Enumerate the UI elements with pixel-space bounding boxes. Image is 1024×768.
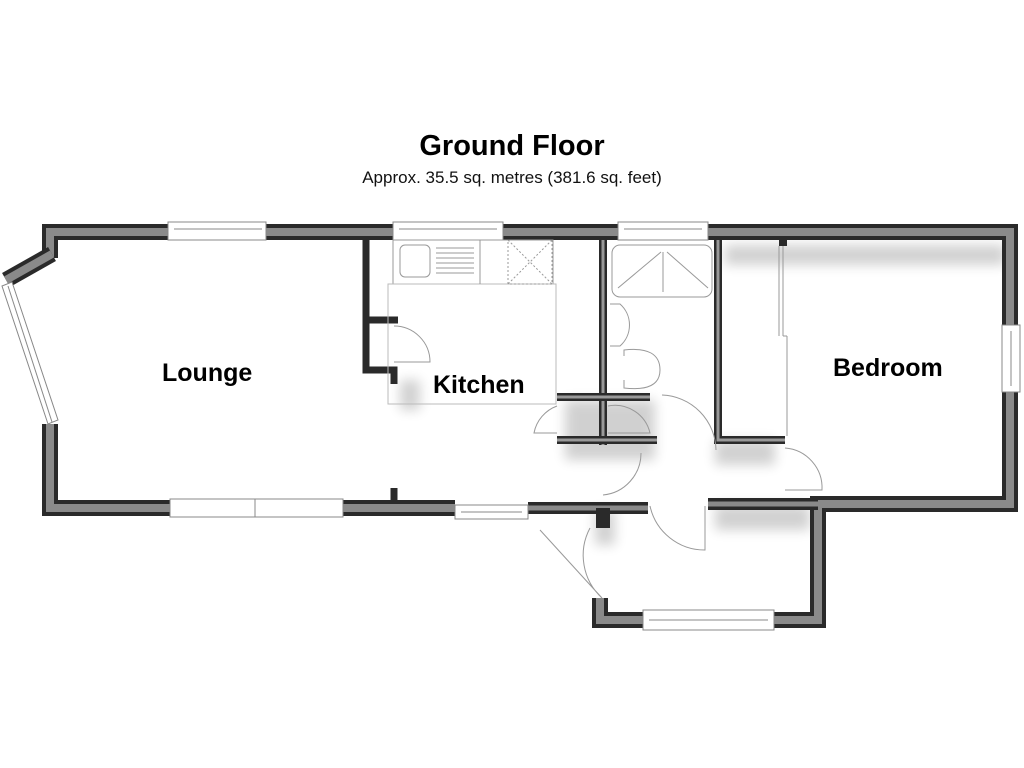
internal-walls <box>362 238 787 500</box>
window-lounge-top <box>167 221 267 241</box>
kitchen-counter-area <box>387 283 557 405</box>
patio-doors-lounge <box>169 498 344 518</box>
windows <box>1 221 1021 631</box>
sink-icon <box>399 244 431 278</box>
door-swings <box>393 325 823 599</box>
room-label-bedroom: Bedroom <box>833 354 943 382</box>
floor-area-subtitle: Approx. 35.5 sq. metres (381.6 sq. feet) <box>362 168 662 187</box>
bathroom-fixtures <box>610 244 713 390</box>
window-kitchen-top <box>392 221 504 241</box>
room-label-kitchen: Kitchen <box>433 371 525 399</box>
toilet-icon <box>623 348 661 390</box>
kitchen-fixtures <box>387 239 557 405</box>
window-bathroom-top <box>617 221 709 241</box>
floor-title: Ground Floor <box>419 130 605 162</box>
room-label-lounge: Lounge <box>162 359 253 387</box>
shower-tray-icon <box>611 244 713 298</box>
bedroom-wardrobe <box>778 246 788 436</box>
basin-icon <box>610 303 630 347</box>
hob-icon <box>507 239 553 285</box>
outer-walls <box>2 224 1018 628</box>
